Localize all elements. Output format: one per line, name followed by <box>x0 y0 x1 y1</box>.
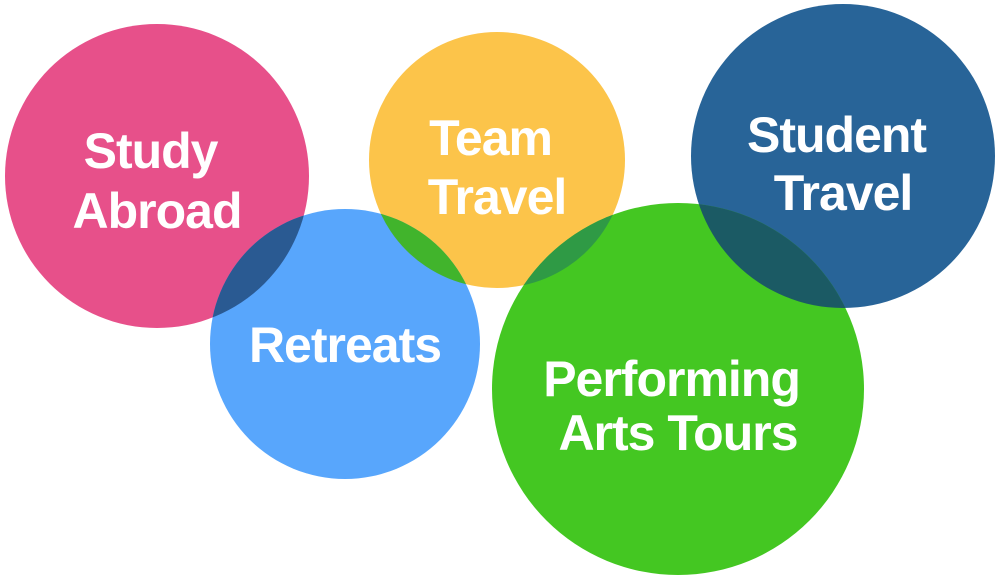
label-team-travel-line-1: Team <box>429 110 552 166</box>
label-performing-arts-tours-line-2: Arts Tours <box>558 405 797 461</box>
label-study-abroad-line-1: Study <box>84 123 219 179</box>
label-performing-arts-tours-line-1: Performing <box>543 351 800 407</box>
label-student-travel-line-1: Student <box>747 107 927 163</box>
label-team-travel: Team Travel <box>428 110 567 225</box>
circle-study-abroad <box>5 24 309 328</box>
label-retreats: Retreats <box>249 317 441 373</box>
label-study-abroad: Study Abroad <box>73 123 242 239</box>
circle-team-travel <box>369 32 625 288</box>
circle-performing-arts-tours <box>492 203 864 575</box>
label-performing-arts-tours: Performing Arts Tours <box>543 351 813 461</box>
label-student-travel-line-2: Travel <box>774 165 913 221</box>
label-team-travel-line-2: Travel <box>428 169 567 225</box>
label-retreats-line-1: Retreats <box>249 317 441 373</box>
circle-retreats <box>210 209 480 479</box>
label-student-travel: Student Travel <box>747 107 939 221</box>
label-study-abroad-line-2: Abroad <box>73 183 242 239</box>
